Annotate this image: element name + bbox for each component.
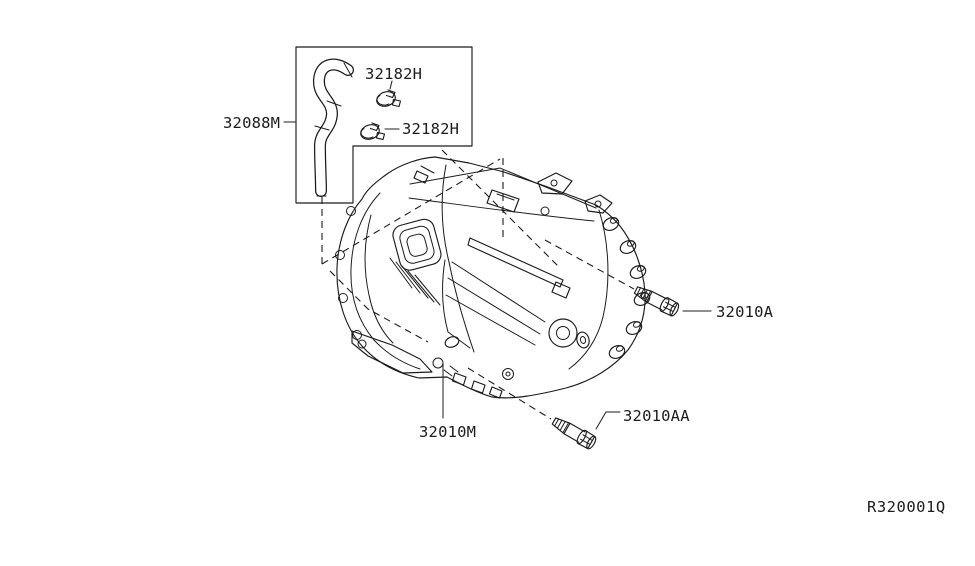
part-label-transaxle: 32010M (419, 423, 476, 441)
part-label-bolt-lower: 32010AA (623, 407, 690, 425)
bell-flange-arc (350, 192, 421, 370)
end-cover-bosses (602, 217, 651, 359)
lever-slot (413, 165, 435, 184)
bottom-studs (451, 368, 514, 399)
top-bracket-right (584, 194, 613, 214)
leader-bolt-lower (595, 411, 621, 430)
leader-clamp-upper (389, 80, 393, 90)
breather-hose (313, 58, 354, 197)
top-band (408, 197, 595, 222)
clutch-window (392, 218, 442, 271)
mount-bracket (351, 330, 460, 377)
flange-bolt-ears (335, 206, 362, 340)
hidden-line-bolt-lower (467, 367, 552, 420)
transaxle-drawing (335, 156, 651, 399)
hose-end-tick (343, 62, 353, 78)
case-hatching (389, 257, 441, 306)
bell-inner-arc (364, 214, 394, 344)
hidden-line-bolt-upper (544, 239, 635, 290)
bell-case-joint (441, 164, 475, 353)
leader-lines (283, 80, 712, 430)
part-label-clamp-lower: 32182H (402, 120, 459, 138)
part-label-hose: 32088M (223, 114, 280, 132)
hidden-line-hose-route-dn (329, 270, 429, 343)
hose-joint-tick-1 (326, 100, 342, 107)
top-ridge (409, 167, 597, 209)
hose-joint-tick-2 (314, 125, 330, 131)
callout-box (295, 46, 473, 204)
reference-code: R320001Q (867, 498, 946, 516)
top-bracket-left (537, 172, 573, 195)
hose-clamp-upper (374, 88, 402, 110)
hidden-line-clamp-route (441, 149, 561, 269)
output-shaft-boss (548, 318, 590, 349)
bolt-lower (549, 413, 599, 452)
end-cover-joint (568, 209, 609, 370)
hose-clamp-lower (358, 121, 386, 143)
hidden-line-hose-route-up (321, 158, 501, 265)
bolt-upper (632, 282, 682, 319)
part-label-bolt-upper: 32010A (716, 303, 774, 321)
case-ribs (442, 259, 546, 349)
stay-beam (467, 237, 571, 299)
part-label-clamp-upper: 32182H (365, 65, 422, 83)
shift-cover (486, 189, 550, 216)
